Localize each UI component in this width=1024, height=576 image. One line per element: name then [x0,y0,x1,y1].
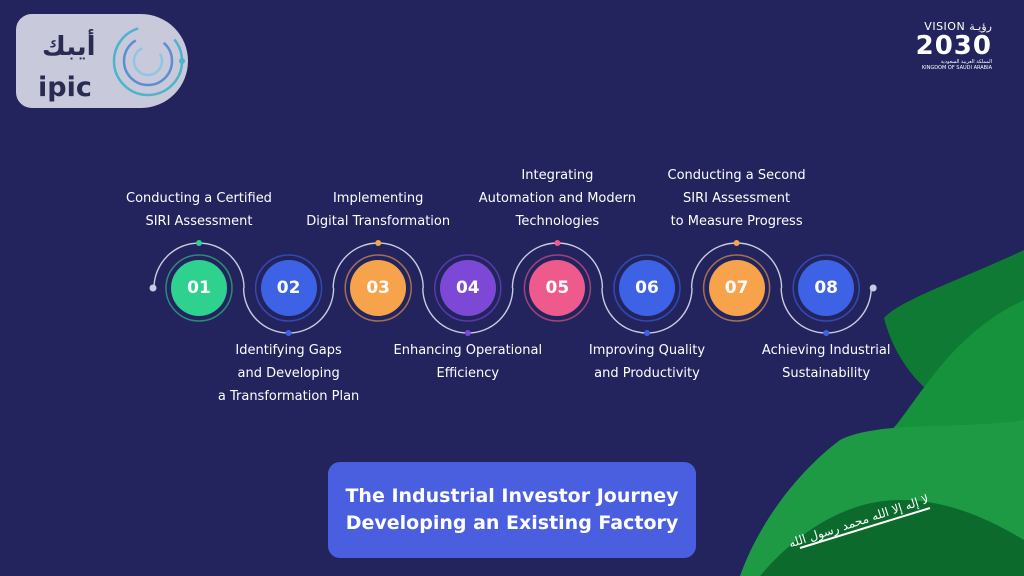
step-label-line: a Transformation Plan [217,389,360,404]
logo-circle-icon [112,25,185,97]
step-label-line: Achieving Industrial [761,343,891,358]
step-marker-dot [464,330,471,336]
step-ring [523,254,592,322]
step-label-line: and Productivity [594,366,700,381]
step-label-line: Implementing [332,191,424,206]
step-badge-03: 03 [350,260,407,316]
step-label-line: Improving Quality [588,343,706,358]
step-label-line: and Developing [237,366,340,381]
step-label-line: Automation and Modern [478,191,636,206]
ipic-logo: أيبك ipic [16,14,188,108]
step-label-line: Enhancing Operational [393,343,543,358]
step-badge-05: 05 [529,260,586,316]
logo-latin-text: ipic [38,72,92,103]
vision-country-en: KINGDOM OF SAUDI ARABIA [921,65,992,71]
vision-2030-logo: VISION رؤيـة 2030 المملكة العربية السعود… [916,20,992,71]
step-label-02: Identifying Gaps and Developing a Transfor… [199,339,379,408]
journey-title-box: The Industrial Investor Journey Developi… [328,462,696,558]
step-marker-dot [733,240,740,246]
step-ring [613,254,681,322]
step-ring [792,254,860,322]
step-label-line: Digital Transformation [306,214,451,229]
step-badge-02: 02 [260,260,317,316]
step-ring [165,254,233,322]
step-marker-dot [375,240,382,246]
title-line-2: Developing an Existing Factory [345,512,679,534]
step-badge-08: 08 [798,260,855,316]
step-marker-dot [823,330,830,336]
step-ring [254,254,323,322]
step-label-06: Improving Quality and Productivity [557,339,737,385]
step-badge-06: 06 [619,260,675,316]
step-ring [434,254,502,322]
step-label-line: Conducting a Second [667,168,806,183]
title-line-1: The Industrial Investor Journey [345,485,679,507]
step-label-line: to Measure Progress [670,214,803,229]
step-badge-07: 07 [708,260,765,316]
step-badge-04: 04 [439,260,496,316]
step-marker-dot [196,240,202,246]
vision-year: 2030 [915,31,992,61]
step-marker-dot [554,240,561,246]
step-badge-01: 01 [171,260,227,316]
step-label-line: SIRI Assessment [145,214,253,229]
step-label-line: Integrating [521,168,594,183]
path-end-dot [149,284,157,292]
logo-arabic-text: أيبك [42,32,96,62]
step-ring [702,254,771,322]
step-marker-dot [644,330,650,336]
step-label-line: Technologies [515,214,600,229]
step-marker-dot [285,330,292,336]
vision-country-ar: المملكة العربية السعودية [940,59,992,65]
step-label-line: SIRI Assessment [683,191,791,206]
step-label-line: Efficiency [436,366,500,381]
step-label-line: Conducting a Certified [126,191,272,206]
step-ring [344,254,412,322]
path-end-dot [869,284,877,292]
step-label-line: Identifying Gaps [235,343,342,358]
step-label-line: Sustainability [782,366,871,381]
vision-label: VISION رؤيـة [924,20,992,33]
